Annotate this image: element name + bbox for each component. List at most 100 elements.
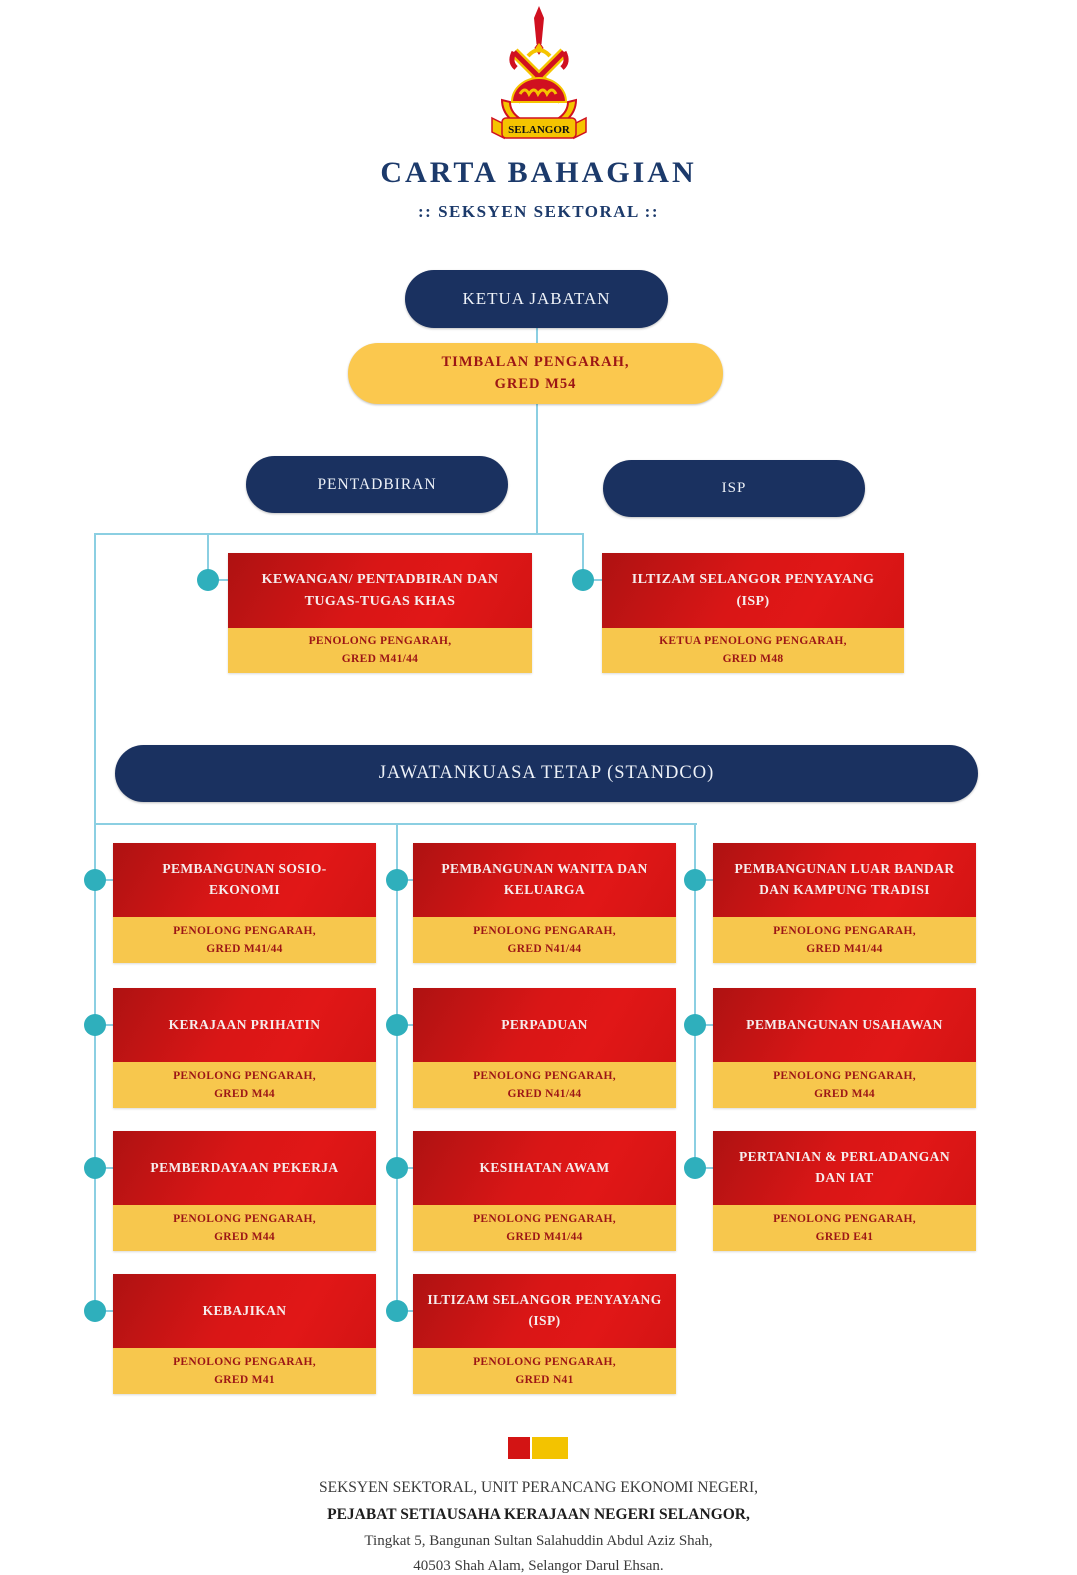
- node-kerajaan-prihatin: KERAJAAN PRIHATIN PENOLONG PENGARAH, GRE…: [113, 988, 376, 1108]
- node-kebajikan: KEBAJIKAN PENOLONG PENGARAH, GRED M41: [113, 1274, 376, 1394]
- node-title: PEMBANGUNAN SOSIO-EKONOMI: [113, 843, 376, 917]
- node-role-line1: PENOLONG PENGARAH,: [773, 1069, 916, 1082]
- connector-top-horizontal: [95, 533, 584, 535]
- connector-dot: [386, 1300, 408, 1322]
- node-label: ISP: [721, 480, 747, 496]
- node-label-line2: GRED M54: [494, 375, 577, 392]
- crest-banner-text: SELANGOR: [508, 124, 571, 136]
- node-role: PENOLONG PENGARAH, GRED M44: [713, 1062, 976, 1108]
- node-title: PEMBERDAYAAN PEKERJA: [113, 1131, 376, 1205]
- node-role-line2: GRED M41/44: [806, 943, 883, 955]
- footer-address-line2: 40503 Shah Alam, Selangor Darul Ehsan.: [413, 1558, 664, 1574]
- node-role-line2: GRED M44: [214, 1088, 275, 1100]
- node-role: PENOLONG PENGARAH, GRED M44: [113, 1062, 376, 1108]
- node-title: KERAJAAN PRIHATIN: [113, 988, 376, 1062]
- node-kewangan-pentadbiran: KEWANGAN/ PENTADBIRAN DAN TUGAS-TUGAS KH…: [228, 553, 532, 673]
- node-role-line2: GRED M44: [814, 1088, 875, 1100]
- node-title: PERPADUAN: [413, 988, 676, 1062]
- node-role-line1: PENOLONG PENGARAH,: [473, 1355, 616, 1368]
- connector-timbalan-down: [536, 404, 538, 535]
- page-subtitle: :: SEKSYEN SEKTORAL ::: [418, 202, 659, 221]
- node-role: PENOLONG PENGARAH, GRED M41/44: [413, 1205, 676, 1251]
- node-title: KEBAJIKAN: [113, 1274, 376, 1348]
- node-role: PENOLONG PENGARAH, GRED N41: [413, 1348, 676, 1394]
- node-jawatankuasa-tetap-standco: JAWATANKUASA TETAP (STANDCO): [115, 745, 978, 802]
- node-iltizam-isp: ILTIZAM SELANGOR PENYAYANG (ISP) KETUA P…: [602, 553, 904, 673]
- connector-dot: [386, 1157, 408, 1179]
- node-role-line2: GRED M41: [214, 1374, 275, 1386]
- node-role-line1: PENOLONG PENGARAH,: [173, 1069, 316, 1082]
- node-role-line2: GRED M41/44: [506, 1231, 583, 1243]
- node-pembangunan-usahawan: PEMBANGUNAN USAHAWAN PENOLONG PENGARAH, …: [713, 988, 976, 1108]
- node-role: PENOLONG PENGARAH, GRED M41/44: [113, 917, 376, 963]
- node-label: PENTADBIRAN: [317, 475, 437, 493]
- node-iltizam-isp-standco: ILTIZAM SELANGOR PENYAYANG (ISP) PENOLON…: [413, 1274, 676, 1394]
- node-pemberdayaan-pekerja: PEMBERDAYAAN PEKERJA PENOLONG PENGARAH, …: [113, 1131, 376, 1251]
- node-role: PENOLONG PENGARAH, GRED M41/44: [228, 628, 532, 673]
- footer-address-line1: Tingkat 5, Bangunan Sultan Salahuddin Ab…: [364, 1533, 713, 1549]
- node-ketua-jabatan: KETUA JABATAN: [405, 270, 668, 328]
- node-kesihatan-awam: KESIHATAN AWAM PENOLONG PENGARAH, GRED M…: [413, 1131, 676, 1251]
- crest-dome-icon: [510, 77, 568, 103]
- connector-col2-spine: [396, 823, 398, 1311]
- connector-dot: [84, 1300, 106, 1322]
- node-title: PERTANIAN & PERLADANGAN DAN IAT: [713, 1131, 976, 1205]
- connector-dot: [684, 869, 706, 891]
- node-title: KESIHATAN AWAM: [413, 1131, 676, 1205]
- connector-dot: [684, 1157, 706, 1179]
- node-pembangunan-sosio-ekonomi: PEMBANGUNAN SOSIO-EKONOMI PENOLONG PENGA…: [113, 843, 376, 963]
- node-role: PENOLONG PENGARAH, GRED N41/44: [413, 1062, 676, 1108]
- node-pembangunan-wanita-keluarga: PEMBANGUNAN WANITA DAN KELUARGA PENOLONG…: [413, 843, 676, 963]
- node-role-line2: GRED N41/44: [507, 943, 582, 955]
- selangor-crest-logo: SELANGOR: [491, 6, 587, 140]
- node-role-line1: KETUA PENOLONG PENGARAH,: [659, 635, 847, 647]
- node-pembangunan-luar-bandar: PEMBANGUNAN LUAR BANDAR DAN KAMPUNG TRAD…: [713, 843, 976, 963]
- connector-col3-spine: [694, 823, 696, 1168]
- node-pertanian-perladangan-iat: PERTANIAN & PERLADANGAN DAN IAT PENOLONG…: [713, 1131, 976, 1251]
- node-role: PENOLONG PENGARAH, GRED M44: [113, 1205, 376, 1251]
- node-isp: ISP: [603, 460, 865, 517]
- page-title: CARTA BAHAGIAN: [380, 156, 697, 189]
- node-role-line1: PENOLONG PENGARAH,: [173, 924, 316, 937]
- node-title: PEMBANGUNAN USAHAWAN: [713, 988, 976, 1062]
- node-role-line2: GRED M41/44: [206, 943, 283, 955]
- connector-dot: [386, 1014, 408, 1036]
- node-role-line2: GRED M41/44: [341, 653, 419, 666]
- connector-drop-iltizam: [582, 533, 584, 573]
- node-timbalan-pengarah: TIMBALAN PENGARAH, GRED M54: [348, 343, 723, 404]
- footer-yellow-swatch: [532, 1437, 568, 1459]
- node-role-line1: PENOLONG PENGARAH,: [473, 1212, 616, 1225]
- node-role-line1: PENOLONG PENGARAH,: [173, 1212, 316, 1225]
- node-label: JAWATANKUASA TETAP (STANDCO): [378, 763, 715, 783]
- node-role: PENOLONG PENGARAH, GRED M41: [113, 1348, 376, 1394]
- node-role: PENOLONG PENGARAH, GRED N41/44: [413, 917, 676, 963]
- node-role-line2: GRED M48: [722, 653, 784, 666]
- connector-ketua-timbalan: [536, 328, 538, 344]
- footer-office-line: PEJABAT SETIAUSAHA KERAJAAN NEGERI SELAN…: [327, 1506, 750, 1523]
- node-title: PEMBANGUNAN WANITA DAN KELUARGA: [413, 843, 676, 917]
- connector-dot: [197, 569, 219, 591]
- node-role-line1: PENOLONG PENGARAH,: [308, 635, 452, 647]
- connector-left-spine: [94, 533, 96, 1311]
- node-role-line2: GRED N41: [515, 1374, 574, 1386]
- node-role-line2: GRED N41/44: [507, 1088, 582, 1100]
- node-title: PEMBANGUNAN LUAR BANDAR DAN KAMPUNG TRAD…: [713, 843, 976, 917]
- node-role-line1: PENOLONG PENGARAH,: [473, 924, 616, 937]
- connector-dot: [684, 1014, 706, 1036]
- node-label: KETUA JABATAN: [462, 289, 611, 308]
- node-title: ILTIZAM SELANGOR PENYAYANG (ISP): [413, 1274, 676, 1348]
- connector-dot: [84, 1157, 106, 1179]
- connector-dot: [386, 869, 408, 891]
- node-role-line1: PENOLONG PENGARAH,: [473, 1069, 616, 1082]
- connector-drop-kewangan: [207, 533, 209, 573]
- node-role-line1: PENOLONG PENGARAH,: [773, 924, 916, 937]
- node-role: KETUA PENOLONG PENGARAH, GRED M48: [602, 628, 904, 673]
- node-role-line2: GRED E41: [815, 1231, 874, 1243]
- node-role-line2: GRED M44: [214, 1231, 275, 1243]
- footer-red-swatch: [508, 1437, 530, 1459]
- node-label-line1: TIMBALAN PENGARAH,: [441, 353, 630, 370]
- node-label: TIMBALAN PENGARAH, GRED M54: [442, 352, 630, 396]
- node-role: PENOLONG PENGARAH, GRED E41: [713, 1205, 976, 1251]
- node-role: PENOLONG PENGARAH, GRED M41/44: [713, 917, 976, 963]
